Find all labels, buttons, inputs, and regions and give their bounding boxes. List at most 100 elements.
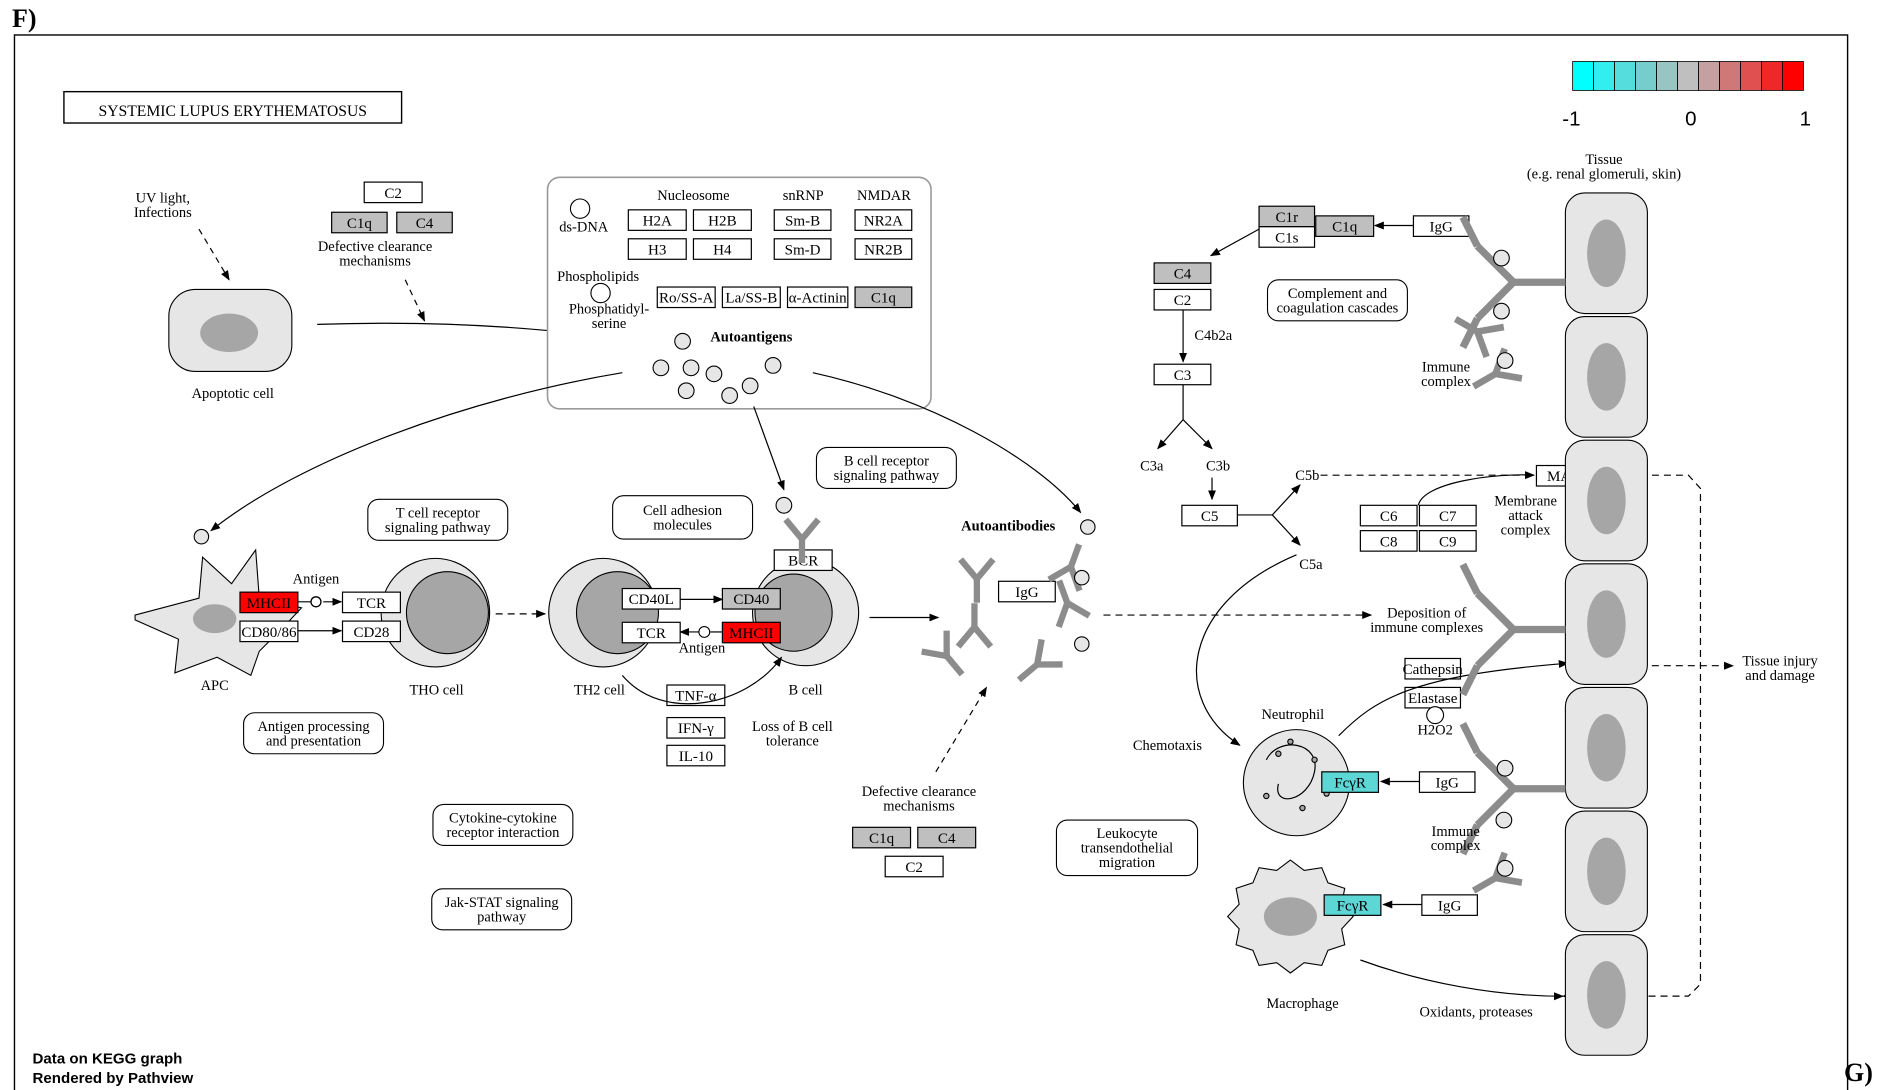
immune-complex-top-3	[1453, 316, 1505, 358]
legend-swatch	[1635, 61, 1657, 91]
gene-c1q-auto: C1q	[854, 286, 913, 309]
gene-tcr-th2: TCR	[621, 621, 681, 644]
svg-text:C9: C9	[1439, 534, 1457, 550]
gene-h2a: H2A	[627, 209, 687, 231]
label-apc: APC	[201, 678, 229, 694]
label-oxidants: Oxidants, proteases	[1419, 1005, 1533, 1021]
auto-antigen-2	[1073, 636, 1090, 652]
legend-swatch	[1677, 61, 1699, 91]
gene-c3: C3	[1153, 363, 1212, 386]
gene-c2-right: C2	[1153, 288, 1212, 311]
ic-antigen-2	[1493, 302, 1510, 320]
neutrophil-nucleus-curve	[1265, 744, 1316, 800]
edge-c1-c4	[1209, 228, 1260, 257]
h2o2-icon	[1426, 706, 1445, 725]
svg-text:H4: H4	[713, 242, 732, 258]
label-autoantibodies: Autoantibodies	[961, 519, 1055, 535]
svg-text:Elastase: Elastase	[1408, 691, 1458, 707]
label-antigen-2: Antigen	[679, 640, 726, 656]
svg-text:C1q: C1q	[869, 831, 895, 847]
gene-igg-auto: IgG	[997, 580, 1056, 603]
svg-text:C1q: C1q	[347, 216, 373, 232]
neutrophil-granule	[1299, 804, 1306, 812]
ic-antigen-1	[1493, 249, 1510, 267]
svg-text:C4: C4	[416, 216, 434, 232]
svg-text:Sm-D: Sm-D	[785, 242, 821, 258]
gene-c5: C5	[1181, 504, 1238, 527]
neutrophil-granule	[1311, 756, 1318, 763]
svg-text:TNF-α: TNF-α	[675, 689, 716, 705]
ic-antigen-4	[1496, 759, 1514, 777]
svg-text:IgG: IgG	[1435, 776, 1459, 792]
immune-complex-top-1	[1459, 215, 1566, 349]
svg-text:C4: C4	[1174, 267, 1192, 283]
panel-label-right: G)	[1844, 1058, 1873, 1087]
legend-swatch	[1614, 61, 1636, 91]
neutrophil-granule	[1275, 750, 1282, 757]
edge-c5-c5b	[1237, 484, 1301, 516]
label-antigen-1: Antigen	[293, 572, 340, 588]
antigen-particle-apc	[193, 528, 210, 545]
gene-c1q-right: C1q	[1315, 215, 1375, 237]
antigen-particle-auto	[1080, 519, 1096, 535]
edge-th2-cytokine-bcell	[621, 656, 783, 705]
apoptotic-nucleus	[200, 313, 259, 353]
label-uv: UV light,Infections	[134, 191, 192, 221]
gene-cathepsin: Cathepsin	[1403, 657, 1463, 680]
edge-mac-tissue	[1561, 474, 1702, 1001]
svg-text:MHCII: MHCII	[729, 626, 773, 642]
label-c3a: C3a	[1140, 458, 1164, 474]
svg-text:Sm-B: Sm-B	[785, 214, 820, 230]
svg-text:IL-10: IL-10	[679, 749, 713, 765]
gene-smb: Sm-B	[773, 209, 832, 231]
label-snrnp: snRNP	[783, 188, 824, 204]
pathway-leukocyte-migration	[1055, 819, 1199, 877]
pathway-complement	[1266, 279, 1408, 322]
gene-c4-bot: C4	[917, 826, 977, 849]
edge-autoantigen-bcell	[753, 406, 785, 491]
legend-swatch	[1572, 61, 1595, 91]
autoantibody-2	[955, 603, 994, 649]
gene-h2b: H2B	[692, 209, 752, 231]
edge-macrophage-oxidants	[1360, 959, 1564, 1001]
gene-mhcii-b: MHCII	[721, 621, 781, 644]
gene-c8: C8	[1359, 530, 1418, 552]
autoantigen-particle	[705, 365, 723, 383]
edge-c3-c3b	[1182, 419, 1213, 450]
label-th0: THO cell	[409, 683, 463, 699]
svg-text:C1q: C1q	[1332, 220, 1358, 236]
label-c4b2a: C4b2a	[1194, 328, 1232, 344]
label-c5b: C5b	[1295, 468, 1319, 484]
edge-c6-mac	[1417, 474, 1535, 506]
label-macrophage: Macrophage	[1266, 996, 1338, 1012]
autoantigen-particle	[652, 359, 670, 377]
gene-c1r: C1r	[1258, 205, 1316, 228]
tissue-nucleus	[1587, 713, 1626, 782]
svg-text:CD80/86: CD80/86	[241, 625, 297, 641]
svg-text:C7: C7	[1439, 509, 1457, 525]
tissue-nucleus	[1587, 343, 1626, 411]
label-nmdar: NMDAR	[857, 188, 911, 204]
gene-ross: Ro/SS-A	[656, 286, 716, 309]
edge-c3-c3a	[1157, 384, 1184, 450]
tissue-nucleus	[1587, 837, 1626, 906]
gene-c1s: C1s	[1258, 226, 1316, 248]
svg-text:H2A: H2A	[643, 214, 672, 230]
label-autoantigens: Autoantigens	[710, 329, 792, 345]
diagram-frame	[13, 34, 1849, 1090]
gene-c9: C9	[1418, 530, 1477, 552]
footer-line-2: Rendered by Pathview	[33, 1070, 194, 1087]
autoantibody-5	[921, 630, 965, 677]
gene-igg-neutrophil: IgG	[1418, 771, 1476, 793]
